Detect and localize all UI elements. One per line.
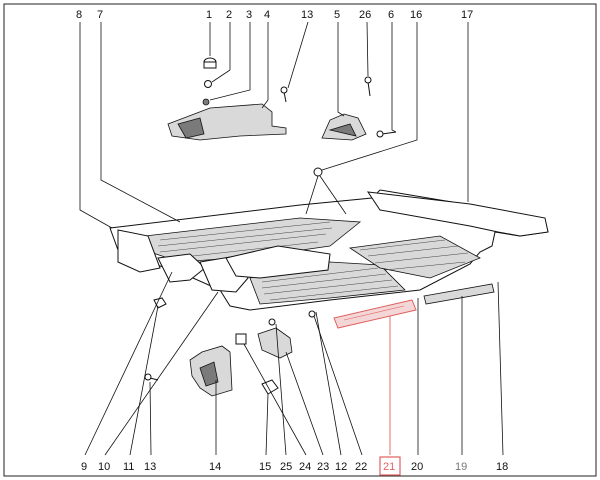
callout-24: 24 xyxy=(299,461,311,473)
callout-10: 10 xyxy=(98,461,110,473)
callout-20: 20 xyxy=(411,461,423,473)
fastener-15 xyxy=(261,379,279,395)
bracket-14 xyxy=(189,345,233,397)
callout-4: 4 xyxy=(264,9,270,21)
callout-6: 6 xyxy=(388,9,394,21)
callout-2: 2 xyxy=(226,9,232,21)
clip-16 xyxy=(313,167,323,177)
callout-17: 17 xyxy=(461,9,473,21)
callout-11: 11 xyxy=(123,461,134,473)
diagram-border xyxy=(3,3,597,477)
callout-18: 18 xyxy=(496,461,508,473)
callout-19: 19 xyxy=(455,461,467,473)
callouts-top: 8 7 1 2 3 4 13 5 26 6 16 17 xyxy=(76,9,473,21)
nut-24 xyxy=(235,333,247,345)
screw-13-bottom xyxy=(144,373,159,381)
rear-trim-panel-4 xyxy=(167,103,287,141)
callout-21-highlight-box xyxy=(379,456,401,476)
callout-26: 26 xyxy=(359,9,371,21)
leader-lines xyxy=(79,21,504,456)
callout-12: 12 xyxy=(335,461,347,473)
callout-25: 25 xyxy=(280,461,292,473)
screw-3 xyxy=(202,98,210,106)
screw-13-top xyxy=(280,86,288,103)
washer-2 xyxy=(204,80,212,88)
callout-1: 1 xyxy=(206,9,212,21)
callout-22: 22 xyxy=(355,461,367,473)
sill-strip-21 xyxy=(333,299,417,329)
grab-handle-5 xyxy=(321,113,367,141)
clip-1 xyxy=(203,57,217,69)
callout-16: 16 xyxy=(410,9,422,21)
callout-3: 3 xyxy=(246,9,252,21)
callout-23: 23 xyxy=(317,461,329,473)
floor-carpet-assembly xyxy=(109,189,549,311)
callout-7: 7 xyxy=(97,9,103,21)
callout-13-top: 13 xyxy=(301,9,313,21)
callout-9: 9 xyxy=(81,461,87,473)
callouts-bottom: 9 10 11 13 14 15 25 24 23 12 22 21 20 19… xyxy=(81,461,508,473)
callout-13-bottom: 13 xyxy=(144,461,156,473)
clip-22 xyxy=(308,310,316,318)
sill-strip-19 xyxy=(423,283,495,305)
screw-6 xyxy=(376,130,397,138)
callout-14: 14 xyxy=(209,461,221,473)
screw-25 xyxy=(268,318,276,326)
callout-5: 5 xyxy=(334,9,340,21)
callout-21: 21 xyxy=(383,461,395,473)
callout-8: 8 xyxy=(76,9,82,21)
screw-26 xyxy=(364,76,372,97)
callout-15: 15 xyxy=(259,461,271,473)
